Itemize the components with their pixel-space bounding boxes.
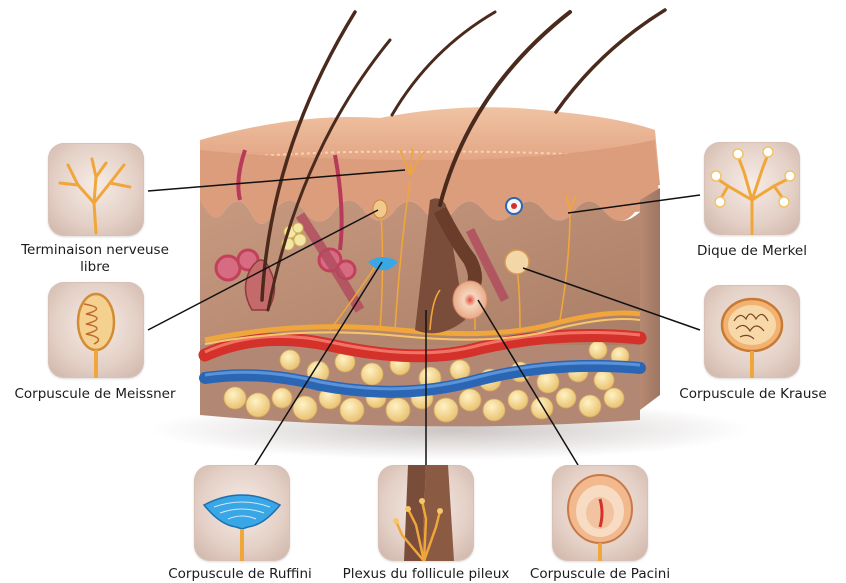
pacini-label: Corpuscule de Pacini	[516, 566, 684, 583]
ruffini-label: Corpuscule de Ruffini	[150, 566, 330, 583]
coiled-corpuscle-icon	[48, 282, 144, 378]
free-nerve-ending-label: Terminaison nerveuse libre	[0, 242, 190, 276]
pacinian-corpuscle	[453, 281, 487, 319]
hair-plexus-thumbnail	[378, 465, 474, 561]
hair-follicle-plexus-icon	[378, 465, 474, 561]
free-nerve-ending-label-line2: libre	[80, 259, 110, 275]
block-side	[640, 188, 660, 410]
free-nerve-ending-label-line1: Terminaison nerveuse	[21, 242, 169, 258]
merkel-label: Dique de Merkel	[670, 243, 834, 260]
ruffini-thumbnail	[194, 465, 290, 561]
krause-label: Corpuscule de Krause	[660, 386, 846, 403]
pacini-thumbnail	[552, 465, 648, 561]
free-nerve-ending-thumbnail	[48, 143, 144, 236]
meissner-thumbnail	[48, 282, 144, 378]
krause-bulb-icon	[704, 285, 800, 378]
krause-bulb	[505, 250, 529, 274]
pacinian-corpuscle-icon	[552, 465, 648, 561]
krause-thumbnail	[704, 285, 800, 378]
merkel-disc-icon	[704, 142, 800, 235]
meissner-label: Corpuscule de Meissner	[0, 386, 190, 403]
ruffini-ending-icon	[194, 465, 290, 561]
merkel-thumbnail	[704, 142, 800, 235]
branching-nerve-icon	[48, 143, 144, 236]
meissner-corpuscle	[373, 200, 387, 218]
hair-plexus-label: Plexus du follicule pileux	[330, 566, 522, 583]
